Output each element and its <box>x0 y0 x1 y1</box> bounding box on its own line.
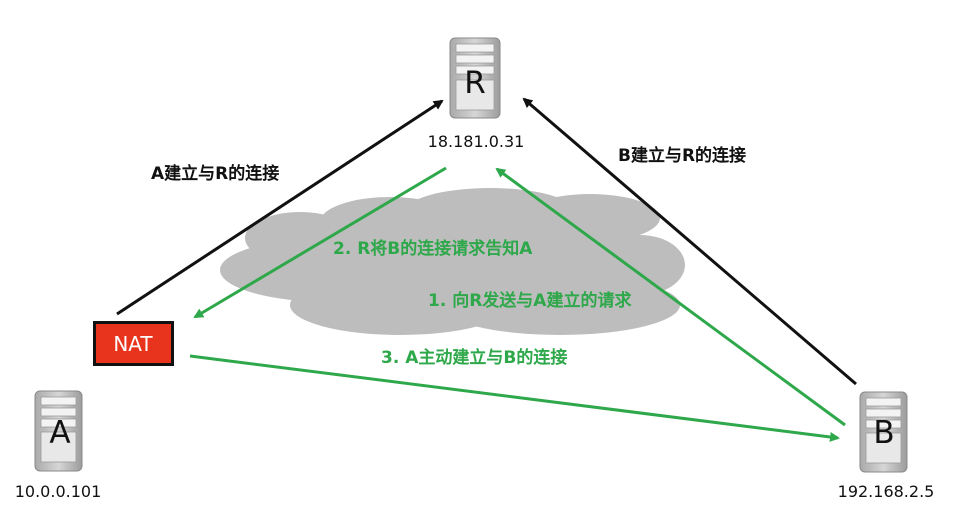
server-b-letter: B <box>873 415 894 451</box>
server-b-ip: 192.168.2.5 <box>838 482 935 501</box>
server-r-ip: 18.181.0.31 <box>428 132 525 151</box>
network-cloud <box>220 188 685 335</box>
label-a-to-r: A建立与R的连接 <box>151 163 279 184</box>
arrow-b-to-r <box>522 97 857 386</box>
label-step3: 3. A主动建立与B的连接 <box>381 347 567 368</box>
label-step1: 1. 向R发送与A建立的请求 <box>428 290 631 311</box>
nat-box: NAT <box>93 321 174 366</box>
arrow-step1 <box>495 167 846 427</box>
server-a-letter: A <box>49 415 70 451</box>
arrow-step2 <box>193 166 447 319</box>
server-b: B <box>859 391 908 473</box>
server-r-letter: R <box>464 65 486 101</box>
arrow-a-to-r <box>116 99 444 316</box>
arrow-step3 <box>189 354 840 442</box>
server-a: A <box>34 390 83 472</box>
server-a-ip: 10.0.0.101 <box>15 482 102 501</box>
label-b-to-r: B建立与R的连接 <box>618 145 746 166</box>
server-r: R <box>449 37 501 119</box>
nat-label: NAT <box>113 332 153 356</box>
label-step2: 2. R将B的连接请求告知A <box>333 238 533 259</box>
